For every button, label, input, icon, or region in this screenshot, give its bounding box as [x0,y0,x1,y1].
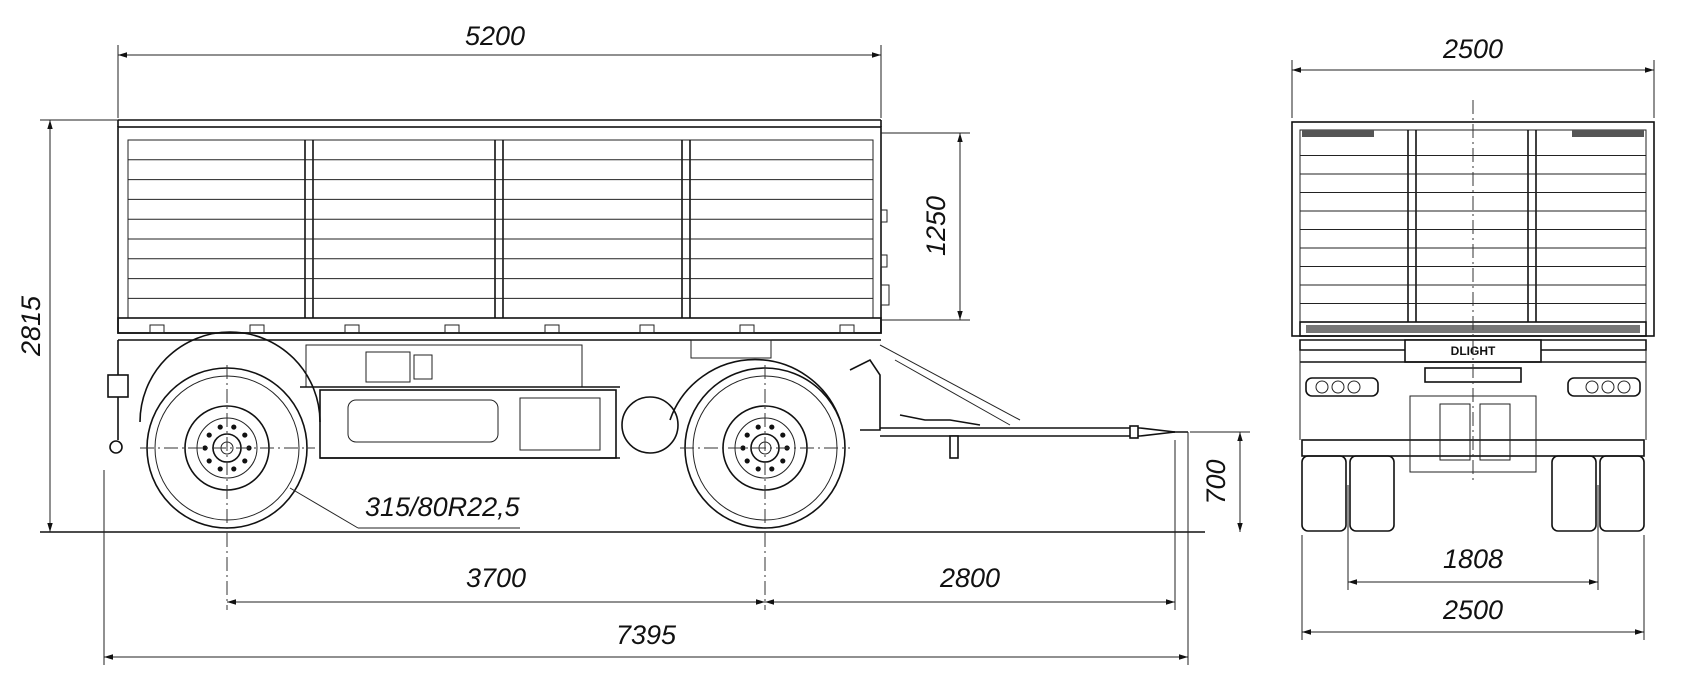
lug-nut [231,466,237,472]
dim-label-2800: 2800 [939,563,1000,593]
lug-nut [242,458,248,464]
dim-body-length: 5200 [117,21,882,118]
side-body-planks [128,159,873,299]
dim-label-5200: 5200 [465,21,525,51]
lug-nut [769,424,775,430]
lug-nut [231,424,237,430]
lug-nut [780,432,786,438]
tyre-size-label: 315/80R22,5 [365,492,521,522]
side-chassis [107,331,1188,459]
dim-track: 1808 [1347,485,1599,590]
lug-nut [217,466,223,472]
lug-nut [744,458,750,464]
dim-wheelbase: 3700 2800 [227,440,1176,610]
lug-nut [202,445,208,451]
lug-nut [755,424,761,430]
tyre-callout: 315/80R22,5 [289,487,521,529]
dim-label-7395: 7395 [616,620,677,650]
dim-label-2500-bottom: 2500 [1442,595,1503,625]
dim-label-2815: 2815 [16,295,46,357]
rear-view: DLIGHT [1291,34,1655,640]
dim-label-3700: 3700 [466,563,526,593]
dim-label-1808: 1808 [1443,544,1503,574]
lug-nut [780,458,786,464]
dim-overall-height: 2815 [16,119,118,532]
dim-label-1250: 1250 [921,196,951,256]
lug-nut [242,432,248,438]
dim-rear-width-bottom: 2500 [1301,535,1645,640]
lug-nut [744,432,750,438]
side-view: 5200 1250 2815 315/80R22,5 700 [16,21,1250,665]
dim-label-2500-top: 2500 [1442,34,1503,64]
lug-nut [217,424,223,430]
dim-label-700: 700 [1201,459,1231,504]
dim-coupling-height: 700 [1190,431,1250,532]
lug-nut [769,466,775,472]
lug-nut [206,458,212,464]
rear-wheels-right [1551,455,1645,532]
wheel-lug-nuts [202,424,790,472]
rear-wheels-left [1301,455,1395,532]
dim-rear-width-top: 2500 [1291,34,1655,118]
lug-nut [755,466,761,472]
side-body [117,119,890,334]
dim-overall-length: 7395 [103,432,1189,665]
dim-body-height: 1250 [881,132,970,321]
lug-nut [740,445,746,451]
lug-nut [206,432,212,438]
